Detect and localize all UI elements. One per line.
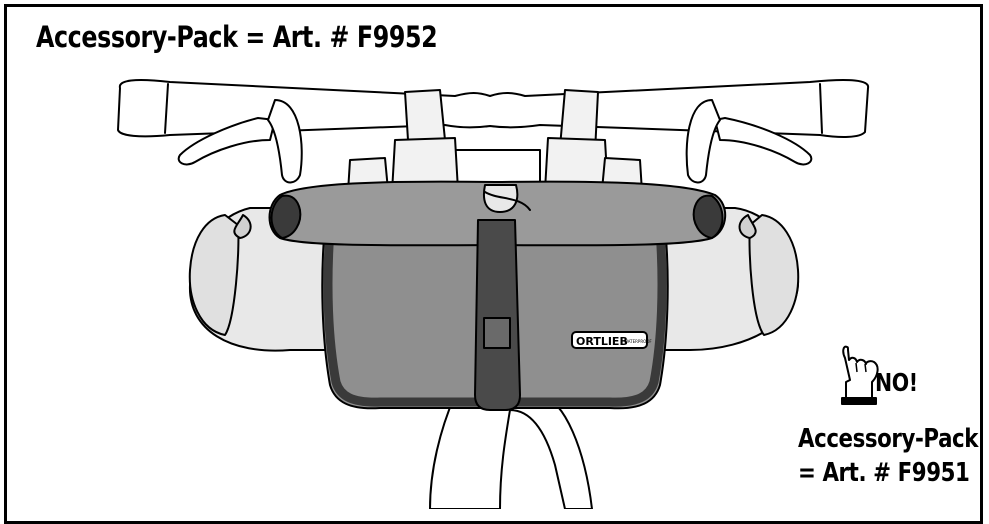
center-strap: [474, 219, 521, 411]
brake-lever-left: [177, 117, 276, 166]
ortlieb-logo-badge: [571, 331, 648, 349]
handlebar: [117, 79, 870, 138]
ortlieb-brand: ORTLIEB: [576, 335, 628, 348]
pointing-hand-icon: [841, 345, 879, 405]
ortlieb-badge: WATERPROOF: [624, 339, 652, 344]
strap-buckle: [483, 317, 511, 349]
accessory-pack-left-end: [188, 214, 240, 336]
roll-top-end-right: [692, 194, 724, 239]
accessory-pack-label-line1: Accessory-Pack: [798, 424, 979, 454]
accessory-pack-label-line2: = Art. # F9951: [798, 458, 970, 488]
warning-no-label: NO!: [875, 368, 918, 397]
strap-clip: [482, 184, 519, 213]
bike-handlebar-illustration: ORTLIEB WATERPROOF: [117, 79, 879, 509]
page-title: Accessory-Pack = Art. # F9952: [36, 20, 438, 54]
accessory-pack-right-end: [748, 214, 800, 336]
roll-top-end-left: [270, 194, 302, 239]
head-tube: [429, 394, 593, 509]
mount-clamp-left: [347, 89, 459, 193]
brake-lever-right: [714, 117, 813, 166]
